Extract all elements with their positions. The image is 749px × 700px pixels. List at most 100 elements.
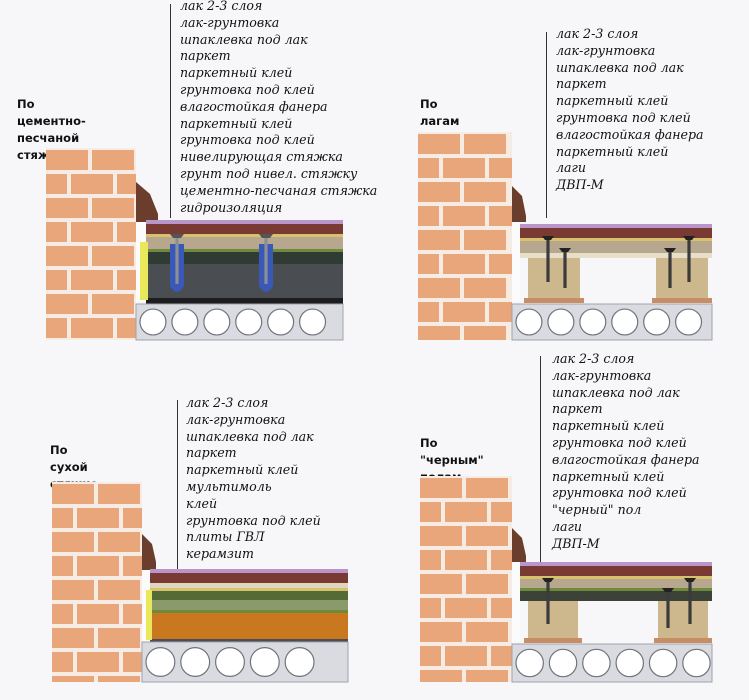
brick	[445, 598, 487, 618]
brick	[466, 478, 508, 498]
slab-hollow	[267, 308, 295, 336]
brick	[420, 478, 462, 498]
brick	[464, 326, 506, 340]
brick	[123, 556, 142, 576]
brick	[117, 318, 136, 338]
brick	[464, 134, 506, 154]
brick	[418, 230, 460, 250]
layer-label: паркетный клей	[180, 115, 293, 131]
layer-label: ДВП-М	[556, 177, 604, 193]
brick	[491, 502, 512, 522]
layer-label: нивелирующая стяжка	[180, 149, 343, 165]
slab-hollow	[682, 648, 711, 678]
brick	[466, 670, 508, 682]
adhesive-line	[146, 234, 343, 237]
layer-label: грунтовка под клей	[180, 132, 315, 148]
slab-hollow	[299, 308, 327, 336]
brick	[123, 508, 142, 528]
brick	[443, 206, 485, 226]
hollow-core-slab	[135, 303, 344, 341]
layer-label: лак-грунтовка	[180, 14, 280, 30]
layer-label: шпаклевка под лак	[556, 59, 684, 75]
brick	[52, 508, 73, 528]
leader-line	[177, 400, 178, 570]
wood-screw	[662, 588, 674, 628]
brick	[464, 278, 506, 298]
brick	[418, 158, 439, 178]
joist	[528, 601, 578, 638]
rough-floor	[520, 591, 712, 601]
brick	[491, 550, 512, 570]
slab-hollow	[515, 308, 543, 336]
brick	[466, 526, 508, 546]
brick	[46, 150, 88, 170]
layer-label: мультимоль	[186, 478, 272, 494]
parquet-layer	[150, 573, 348, 583]
brick	[92, 198, 134, 218]
plywood-layer	[520, 579, 712, 588]
expanded-clay	[150, 613, 348, 639]
brick	[52, 652, 73, 672]
wood-screw	[559, 248, 571, 288]
brick	[71, 222, 113, 242]
brick	[491, 646, 512, 666]
layer-label: грунтовка под клей	[556, 109, 691, 125]
layer-label: влагостойкая фанера	[180, 98, 328, 114]
brick	[52, 532, 94, 552]
slab-hollow	[582, 648, 611, 678]
layer-label: шпаклевка под лак	[180, 31, 308, 47]
brick	[443, 158, 485, 178]
slab-hollow	[139, 308, 167, 336]
brick	[464, 230, 506, 250]
layer-label: паркет	[186, 445, 237, 461]
brick	[46, 222, 67, 242]
brick-wall	[420, 476, 512, 682]
varnish-layer	[146, 220, 343, 224]
slab-hollow	[180, 646, 211, 677]
slab-hollow	[203, 308, 231, 336]
joist	[528, 258, 580, 298]
brick	[491, 598, 512, 618]
panel-title: По лагам	[420, 97, 460, 128]
slab-hollow	[615, 648, 645, 678]
hardboard-pad	[654, 638, 712, 643]
brick	[71, 318, 113, 338]
slab-hollow	[145, 646, 176, 677]
gvl-sheets	[150, 591, 348, 600]
slab-hollow	[171, 308, 199, 336]
multimol-layer	[150, 583, 348, 588]
wood-screw	[683, 236, 695, 282]
brick	[98, 580, 140, 600]
waterproofing	[146, 298, 343, 304]
brick	[489, 158, 512, 178]
brick	[52, 628, 94, 648]
brick	[418, 134, 460, 154]
joist	[656, 258, 708, 298]
layer-label: паркет	[180, 48, 231, 64]
hollow-core-slab	[511, 303, 713, 341]
brick	[98, 628, 140, 648]
brick	[466, 622, 508, 642]
waterproofing-edge	[136, 182, 158, 222]
slab-hollow	[548, 648, 578, 678]
layer-label: лак-грунтовка	[556, 42, 656, 58]
slab-hollow	[648, 648, 678, 678]
green-line	[520, 588, 712, 591]
brick	[420, 574, 462, 594]
brick	[77, 652, 119, 672]
brick	[71, 270, 113, 290]
plywood-layer-2	[520, 253, 712, 258]
slab-hollow	[611, 308, 639, 336]
layer-label: грунтовка под клей	[186, 512, 321, 528]
waterproofing-edge	[512, 528, 526, 562]
leader-line	[546, 32, 547, 218]
brick	[46, 174, 67, 194]
layer-label: паркет	[556, 76, 607, 92]
hollow-core-slab	[511, 643, 713, 683]
brick	[46, 246, 88, 266]
membrane	[150, 639, 348, 642]
varnish-layer	[150, 569, 348, 573]
brick	[466, 574, 508, 594]
